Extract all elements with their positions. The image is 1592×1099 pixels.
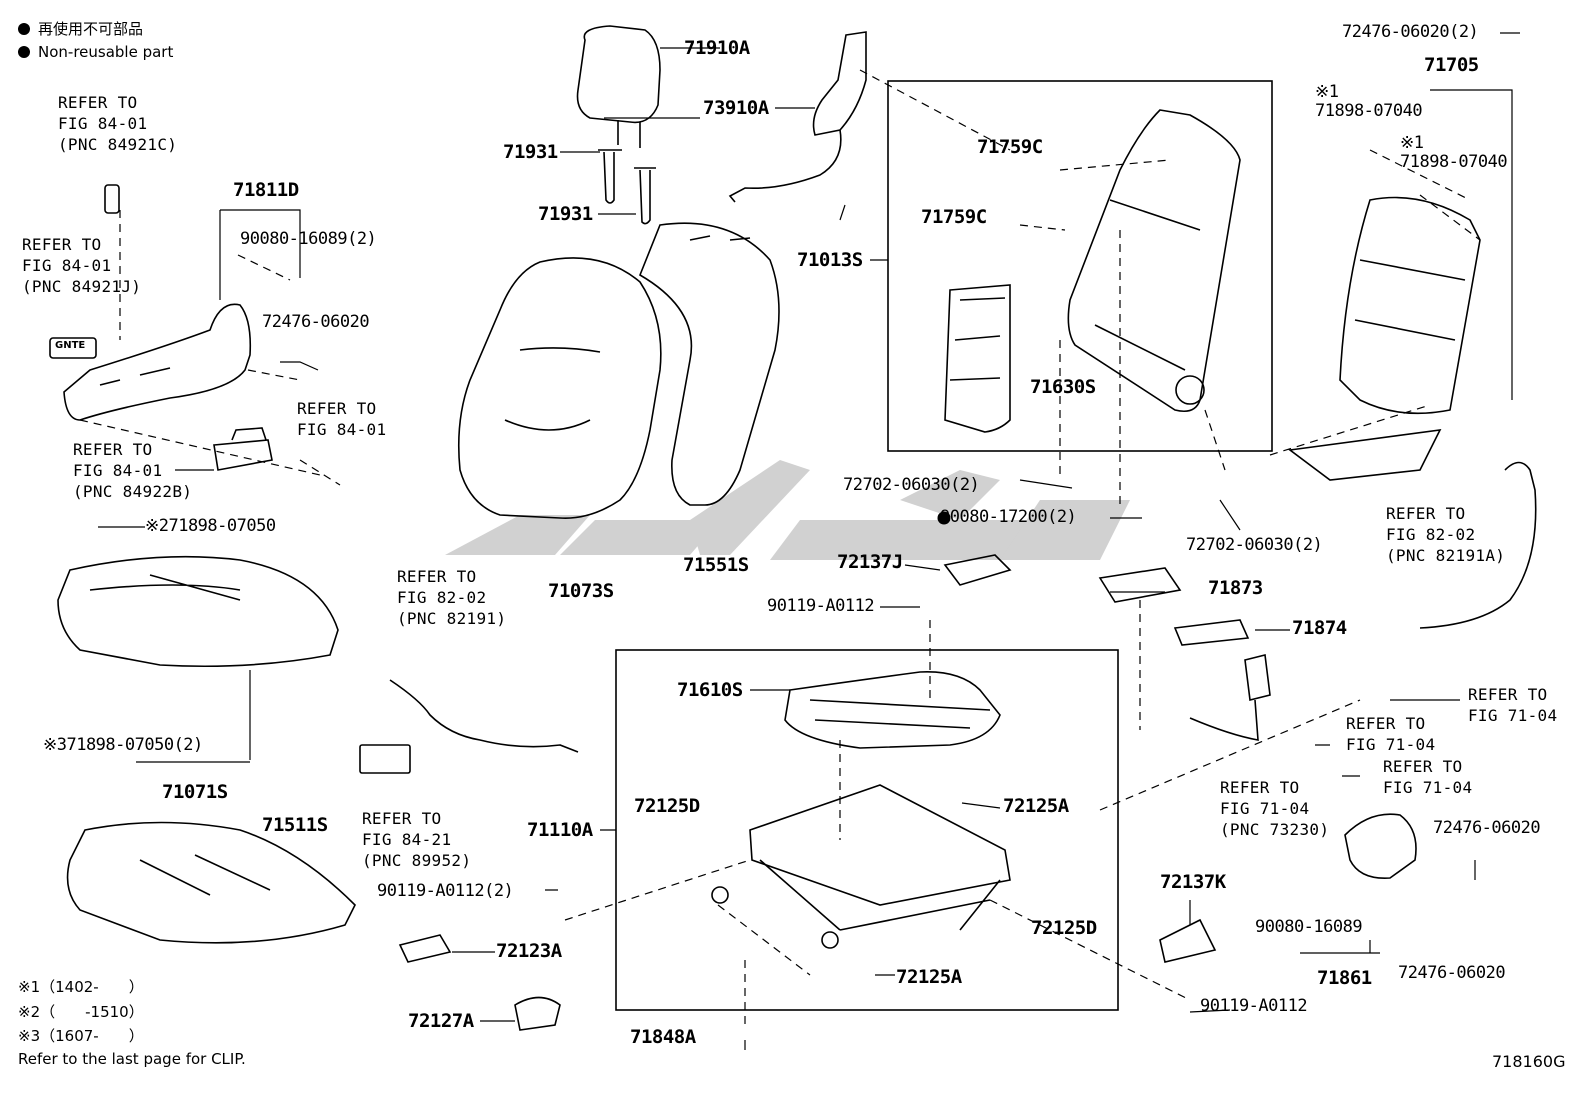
part-label[interactable]: 71110A: [527, 819, 593, 841]
part-label[interactable]: 71931: [503, 141, 558, 163]
watermark-logo: [445, 460, 1130, 560]
part-label[interactable]: ※371898-07050(2): [43, 735, 203, 755]
frame-box: [887, 80, 1273, 452]
seat-track-71110A: [711, 784, 1011, 949]
lumbar-support-71630S: [944, 284, 1011, 433]
part-label[interactable]: ※1 71898-07040: [1315, 82, 1423, 121]
part-label[interactable]: 72476-06020(2): [1342, 22, 1479, 42]
seat-track-box: [615, 649, 1119, 1011]
seat-side-cover-71811D: [49, 184, 252, 421]
part-label[interactable]: 72125A: [1003, 795, 1069, 817]
part-label[interactable]: 90119-A0112(2): [377, 881, 514, 901]
side-airbag-73910A: [728, 31, 867, 203]
part-label[interactable]: 72125A: [896, 966, 962, 988]
headrest-guide-71931: [598, 149, 656, 225]
part-label[interactable]: 71861: [1317, 967, 1372, 989]
part-label[interactable]: 71511S: [262, 814, 328, 836]
part-label[interactable]: 71874: [1292, 617, 1347, 639]
part-label[interactable]: 71848A: [630, 1026, 696, 1048]
footnote: ※3（1607- ）: [18, 1027, 144, 1045]
footer-note: Refer to the last page for CLIP.: [18, 1050, 246, 1068]
part-label[interactable]: 71610S: [677, 679, 743, 701]
part-label[interactable]: 73910A: [703, 97, 769, 119]
part-label[interactable]: 90080-16089: [1255, 917, 1363, 937]
small-covers: [398, 554, 1417, 1031]
seat-cushion-cover-71071S: [57, 555, 339, 668]
part-label[interactable]: 90080-16089(2): [240, 229, 377, 249]
part-label[interactable]: 71073S: [548, 580, 614, 602]
leader-lines: [98, 32, 1520, 1050]
part-label[interactable]: ※271898-07050: [145, 516, 276, 536]
part-label[interactable]: 71811D: [233, 179, 299, 201]
seat-cushion-pad-71511S: [66, 821, 356, 944]
legend-label: 再使用不可部品: [38, 20, 144, 38]
legend-label: Non-reusable part: [38, 43, 174, 61]
part-label[interactable]: 90080-17200(2): [940, 507, 1077, 527]
part-label[interactable]: 71013S: [797, 249, 863, 271]
part-label[interactable]: 72702-06030(2): [843, 475, 980, 495]
headrest-71910A: [576, 25, 661, 148]
legend-item: 再使用不可部品: [18, 18, 143, 39]
footnote: ※2（ -1510）: [18, 1003, 144, 1021]
part-label[interactable]: ※1 71898-07040: [1400, 133, 1508, 172]
seatback-cover-71073S: [457, 257, 662, 519]
part-label[interactable]: 71705: [1424, 54, 1479, 76]
part-label[interactable]: 90119-A0112: [767, 596, 875, 616]
part-label[interactable]: 72476-06020: [1433, 818, 1541, 838]
part-label[interactable]: 72137J: [837, 551, 903, 573]
part-label[interactable]: 71759C: [921, 206, 987, 228]
part-label[interactable]: 71551S: [683, 554, 749, 576]
part-label[interactable]: 90119-A0112: [1200, 996, 1308, 1016]
part-label[interactable]: 72702-06030(2): [1186, 535, 1323, 555]
footnote: ※1（1402- ）: [18, 978, 144, 996]
non-reusable-dot-icon: [937, 511, 951, 525]
part-label[interactable]: 72137K: [1160, 871, 1226, 893]
part-label[interactable]: 71931: [538, 203, 593, 225]
seatback-board-71705: [1287, 196, 1481, 481]
seatback-frame-71013S: [1067, 109, 1241, 413]
wire-harness: [359, 679, 579, 774]
seat-spring-71610S: [784, 671, 1001, 749]
seat-switch: [213, 427, 273, 471]
non-reusable-dot-icon: [18, 23, 30, 35]
part-label[interactable]: 72476-06020: [262, 312, 370, 332]
emblem-tag-text: GNTE: [55, 340, 86, 351]
part-label[interactable]: 71071S: [162, 781, 228, 803]
part-label[interactable]: 72127A: [408, 1010, 474, 1032]
cable-82191A: [1419, 461, 1537, 629]
part-label[interactable]: 71630S: [1030, 376, 1096, 398]
diagram-code: 718160G: [1492, 1052, 1566, 1071]
part-label[interactable]: 72476-06020: [1398, 963, 1506, 983]
dashed-lines: [79, 69, 1481, 1030]
part-label[interactable]: 71910A: [684, 37, 750, 59]
non-reusable-dot-icon: [18, 46, 30, 58]
legend-item: Non-reusable part: [18, 43, 173, 61]
part-label[interactable]: 72123A: [496, 940, 562, 962]
part-label[interactable]: 72125D: [1031, 917, 1097, 939]
seatback-pad-71551S: [639, 222, 780, 506]
part-label[interactable]: 71873: [1208, 577, 1263, 599]
part-label[interactable]: 71759C: [977, 136, 1043, 158]
part-label[interactable]: 72125D: [634, 795, 700, 817]
seat-belt-buckle: [1189, 654, 1271, 741]
